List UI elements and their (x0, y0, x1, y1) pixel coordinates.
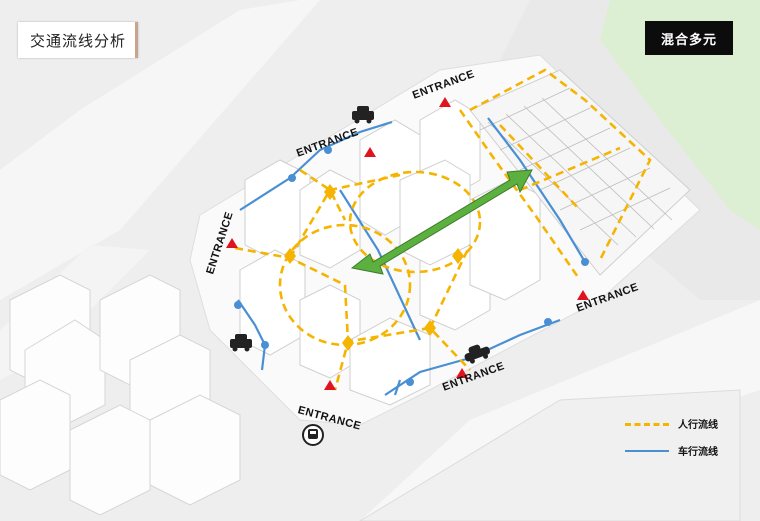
legend-row-vehicle: 车行流线 (622, 443, 752, 459)
entrance-markers (226, 97, 589, 390)
vehicle-route-nodes (234, 146, 589, 386)
park-block (600, 0, 760, 230)
site-buildings (239, 99, 541, 406)
legend-label-vehicle: 车行流线 (678, 447, 718, 458)
metro-icon (302, 424, 324, 446)
legend-swatch-pedestrian (625, 423, 669, 426)
taxi-icon (230, 334, 252, 352)
legend-label-pedestrian: 人行流线 (678, 420, 718, 431)
title-box: 交通流线分析 (18, 22, 138, 58)
page-title: 交通流线分析 (30, 31, 127, 50)
legend-swatch-vehicle (625, 450, 669, 452)
legend-row-pedestrian: 人行流线 (622, 416, 752, 432)
neighbor-buildings-left (0, 274, 241, 516)
legend: 人行流线 车行流线 (622, 416, 752, 466)
green-axis-arrow (350, 169, 533, 275)
pedestrian-nodes (284, 184, 464, 351)
taxi-icon (352, 106, 374, 124)
tag-badge: 混合多元 (645, 21, 733, 55)
car-icon (464, 344, 491, 364)
tag-label: 混合多元 (660, 32, 717, 48)
